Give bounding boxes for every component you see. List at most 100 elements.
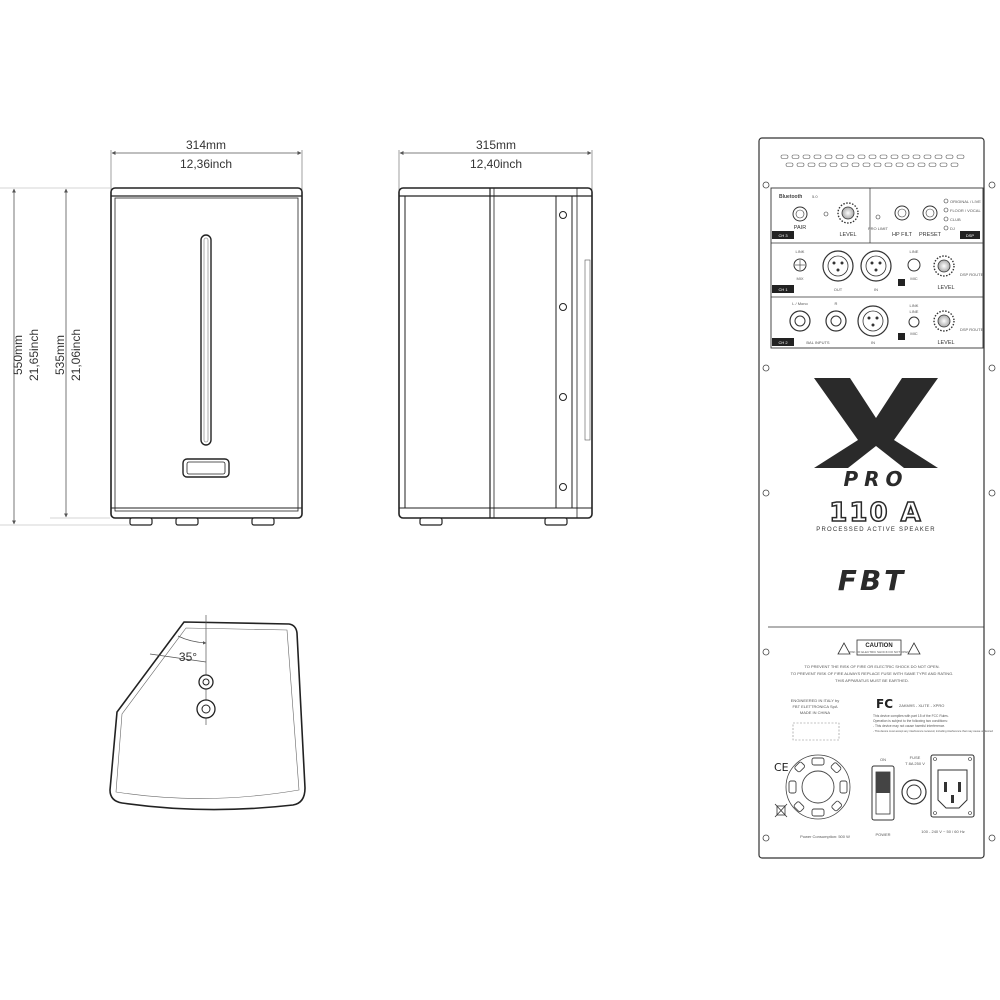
ch1-level-knob[interactable] [933, 255, 955, 277]
ce-mark: CE [774, 761, 789, 774]
caution-title: CAUTION [865, 643, 892, 649]
caution-line1: TO PREVENT THE RISK OF FIRE OR ELECTRIC … [804, 664, 939, 669]
ch2-tag-label: CH 2 [778, 340, 788, 345]
vent-grille [780, 154, 965, 167]
ch1-out-label: OUT [834, 287, 843, 292]
front-width-inch: 12,36inch [180, 157, 232, 171]
side-depth-inch: 12,40inch [470, 157, 522, 171]
fuse-holder[interactable] [901, 779, 927, 805]
pair-label: PAIR [794, 225, 806, 231]
pro-limit-led [875, 214, 881, 220]
ch1-link-label: LINK [796, 249, 805, 254]
ch1-tag [772, 285, 794, 293]
bluetooth-logo: Bluetooth [779, 194, 802, 200]
dsp-tag-label: DSP [966, 233, 975, 238]
caution-sub: RISK OF ELECTRIC SHOCK DO NOT OPEN [849, 650, 910, 654]
cooling-fan-grille [785, 754, 851, 820]
weee-bin-icon [774, 803, 788, 818]
tagline: PROCESSED ACTIVE SPEAKER [816, 527, 936, 533]
ch1-xlr-out[interactable] [822, 250, 854, 282]
xpro-logo: PRO [814, 378, 938, 491]
hp-filt-label: HP FILT [892, 232, 913, 238]
pair-button[interactable] [792, 206, 808, 222]
fcc-text-3: - This device may not cause harmful inte… [873, 724, 945, 728]
ch2-link-label: LINK [910, 303, 919, 308]
serial-label-area [792, 722, 840, 741]
caution-line3: THIS APPARATUS MUST BE EARTHED. [835, 678, 909, 683]
ch1-dsp-note: DSP ROUTE [960, 272, 984, 277]
fuse-rating: T 8A 250 V [905, 761, 925, 766]
ch2-mic-label: MIC [910, 331, 917, 336]
ch2-dsp-note: DSP ROUTE [960, 327, 984, 332]
front-width-mm: 314mm [186, 138, 226, 152]
preset-2: FLOOR / VOCAL [950, 208, 981, 213]
preset-3: CLUB [950, 217, 961, 222]
rear-panel: Bluetooth 5.0 PAIR LEVEL CH 3 PRO LIMIT … [758, 137, 996, 859]
ch1-clip-led [898, 279, 905, 286]
ch2-bal-label: BAL INPUTS [806, 340, 830, 345]
front-view: 314mm 12,36inch 550mm 21,65inch 535mm 21… [0, 138, 303, 526]
ch1-level-label: LEVEL [937, 285, 954, 291]
bt-led [823, 211, 829, 217]
fbt-logo: FBT [838, 564, 907, 597]
front-height2-inch: 21,06inch [69, 329, 83, 381]
top-view: 35° [109, 615, 306, 811]
caution-line2: TO PREVENT RISK OF FIRE ALWAYS REPLACE F… [791, 671, 954, 676]
ch2-in-label: IN [871, 340, 875, 345]
ch1-in-label: IN [874, 287, 878, 292]
attention-warning-icon [907, 642, 921, 655]
fcc-model-code: 2AKM9S - XLITE - XPRO [899, 703, 944, 708]
pro-limit-label: PRO LIMIT [868, 226, 889, 231]
preset-label: PRESET [919, 232, 942, 238]
power-consumption: Power Consumption: 500 W [800, 834, 850, 839]
panel-screws [762, 181, 996, 842]
hp-filt-button[interactable] [894, 205, 910, 221]
ch2-level-label: LEVEL [937, 340, 954, 346]
ch2-jack-right[interactable] [825, 310, 847, 332]
dsp-tag [960, 231, 980, 239]
bt-level-label: LEVEL [839, 232, 856, 238]
model-name: 110 A [829, 498, 922, 528]
tilt-angle: 35° [179, 650, 197, 664]
caution-box [856, 639, 902, 656]
ch2-lmono-label: L / Mono [792, 301, 808, 306]
ch2-line-label: LINE [910, 309, 919, 314]
bt-level-knob[interactable] [837, 202, 859, 224]
fcc-text-4: - This device must accept any interferen… [873, 729, 993, 733]
fcc-mark: FC [876, 697, 893, 711]
ch1-tag-label: CH 1 [778, 287, 788, 292]
ch2-level-knob[interactable] [933, 310, 955, 332]
ch2-clip-led [898, 333, 905, 340]
ch2-r-label: R [835, 301, 838, 306]
shock-warning-icon [837, 642, 851, 655]
engineered-text: ENGINEERED IN ITALY by [791, 698, 839, 703]
fcc-text-2: Operation is subject to the following tw… [873, 719, 948, 723]
voltage-rating: 100 - 240 V ~ 50 / 60 Hz [921, 829, 964, 834]
front-height2-mm: 535mm [53, 335, 67, 375]
ch1-mix-label: MIX [796, 276, 803, 281]
ch3-tag [772, 231, 794, 239]
preset-4: DJ [950, 226, 955, 231]
ch2-line-mic-switch[interactable] [908, 316, 920, 328]
power-label: POWER [875, 832, 890, 837]
fuse-label: FUSE [910, 755, 921, 760]
front-height-inch: 21,65inch [27, 329, 41, 381]
ch2-tag [772, 338, 794, 346]
ch1-line-label: LINE [910, 249, 919, 254]
side-depth-mm: 315mm [476, 138, 516, 152]
made-text: MADE IN CHINA [800, 710, 831, 715]
bluetooth-version: 5.0 [812, 194, 818, 199]
front-height-mm: 550mm [11, 335, 25, 375]
ch3-tag-label: CH 3 [778, 233, 788, 238]
side-view: 315mm 12,40inch [398, 138, 593, 526]
ch2-jack-left[interactable] [789, 310, 811, 332]
on-label: ON [880, 757, 886, 762]
ch1-xlr-in[interactable] [860, 250, 892, 282]
preset-1: ORIGINAL / LIVE [950, 199, 981, 204]
xpro-sub: PRO [843, 467, 908, 491]
company-text: FBT ELETTRONICA SpA [792, 704, 837, 709]
preset-button[interactable] [922, 205, 938, 221]
ch2-xlr-in[interactable] [857, 305, 889, 337]
ch1-line-mic-switch[interactable] [907, 258, 921, 272]
